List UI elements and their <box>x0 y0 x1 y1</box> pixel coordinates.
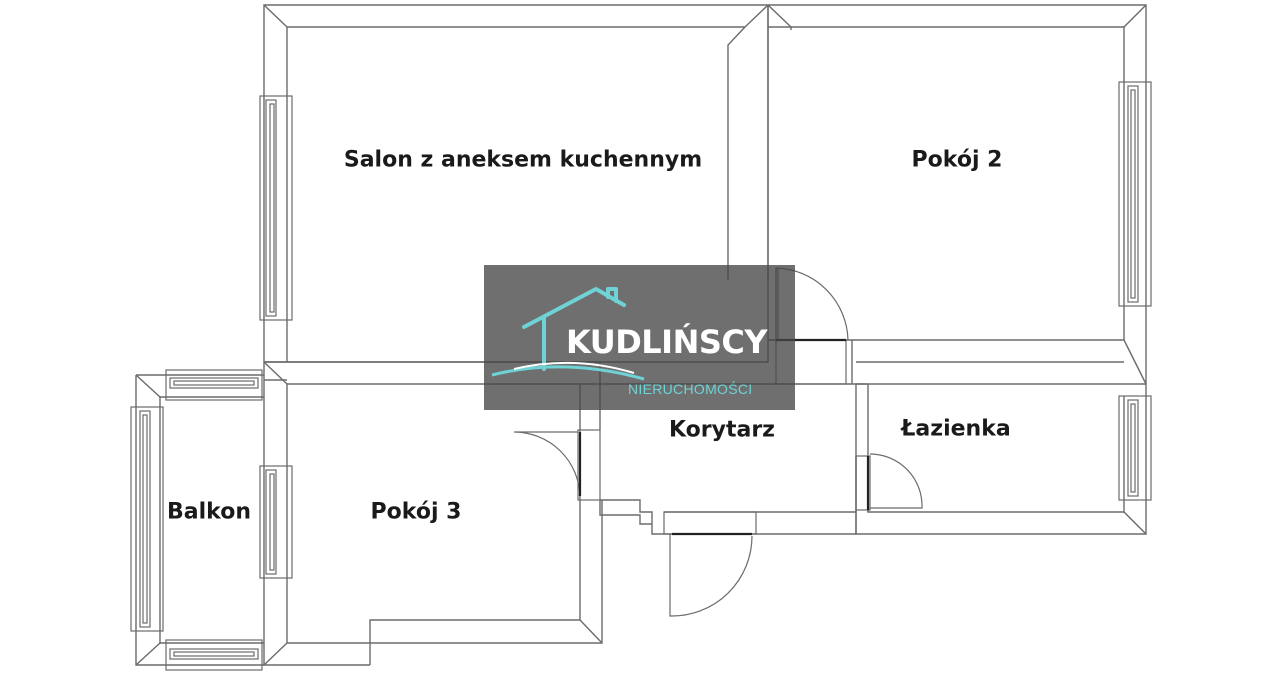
room-label-pokoj3: Pokój 3 <box>370 499 462 525</box>
logo-name: KUDLIŃSCY <box>566 323 768 361</box>
watermark-logo: KUDLIŃSCY NIERUCHOMOŚCI <box>484 265 795 410</box>
room-label-pokoj2: Pokój 2 <box>911 147 1003 173</box>
room-label-lazienka: Łazienka <box>901 416 1011 442</box>
windows <box>130 81 1152 671</box>
logo-subtitle: NIERUCHOMOŚCI <box>628 381 753 397</box>
room-label-salon: Salon z aneksem kuchennym <box>343 147 703 173</box>
room-label-balkon: Balkon <box>167 499 251 525</box>
pokoj2-walls <box>767 4 1147 385</box>
room-label-korytarz: Korytarz <box>669 417 775 443</box>
balkon-walls <box>135 374 264 666</box>
house-roof-icon <box>491 287 645 381</box>
lazienka-walls <box>855 383 1147 535</box>
